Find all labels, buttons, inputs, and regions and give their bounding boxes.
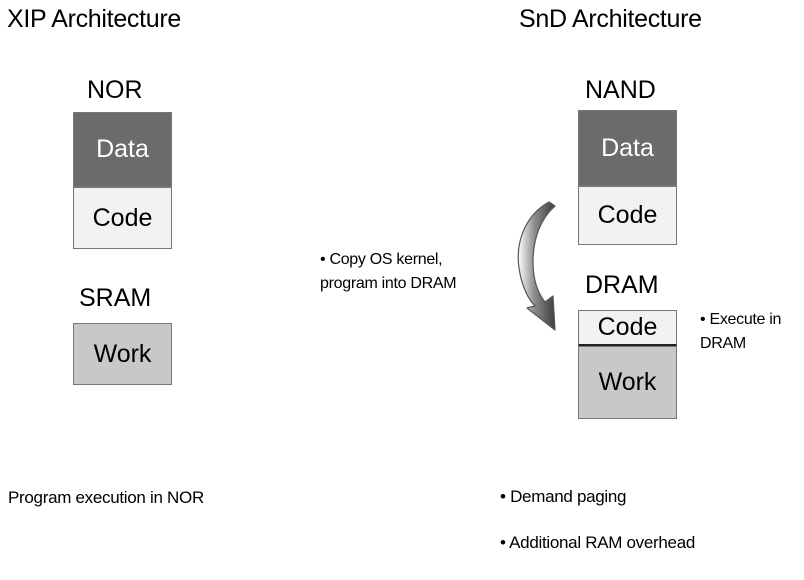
copy-arrow-icon (517, 201, 556, 331)
execute-note-line-2: DRAM (700, 335, 746, 352)
dram-label: DRAM (585, 271, 659, 299)
dram-code-block: Code (578, 310, 677, 346)
xip-title: XIP Architecture (7, 5, 181, 33)
snd-title: SnD Architecture (519, 5, 702, 33)
nand-code-block: Code (578, 186, 677, 245)
execute-note: • Execute in DRAM (700, 308, 781, 356)
sram-label: SRAM (79, 284, 152, 312)
copy-note-line-2: program into DRAM (320, 275, 457, 292)
nand-data-block: Data (578, 110, 677, 186)
snd-bullet-ram-overhead: • Additional RAM overhead (500, 533, 696, 552)
nand-label: NAND (585, 76, 656, 104)
nor-label: NOR (87, 76, 143, 104)
xip-footer-text: Program execution in NOR (8, 488, 204, 507)
execute-note-line-1: • Execute in (700, 311, 782, 328)
snd-bullet-demand-paging: • Demand paging (500, 487, 627, 506)
copy-note-line-1: • Copy OS kernel, (320, 251, 443, 268)
sram-work-block: Work (73, 323, 172, 385)
nor-code-block: Code (73, 187, 172, 249)
nor-data-block: Data (73, 112, 172, 187)
dram-work-block: Work (578, 346, 677, 419)
copy-note: • Copy OS kernel, program into DRAM (320, 248, 457, 296)
